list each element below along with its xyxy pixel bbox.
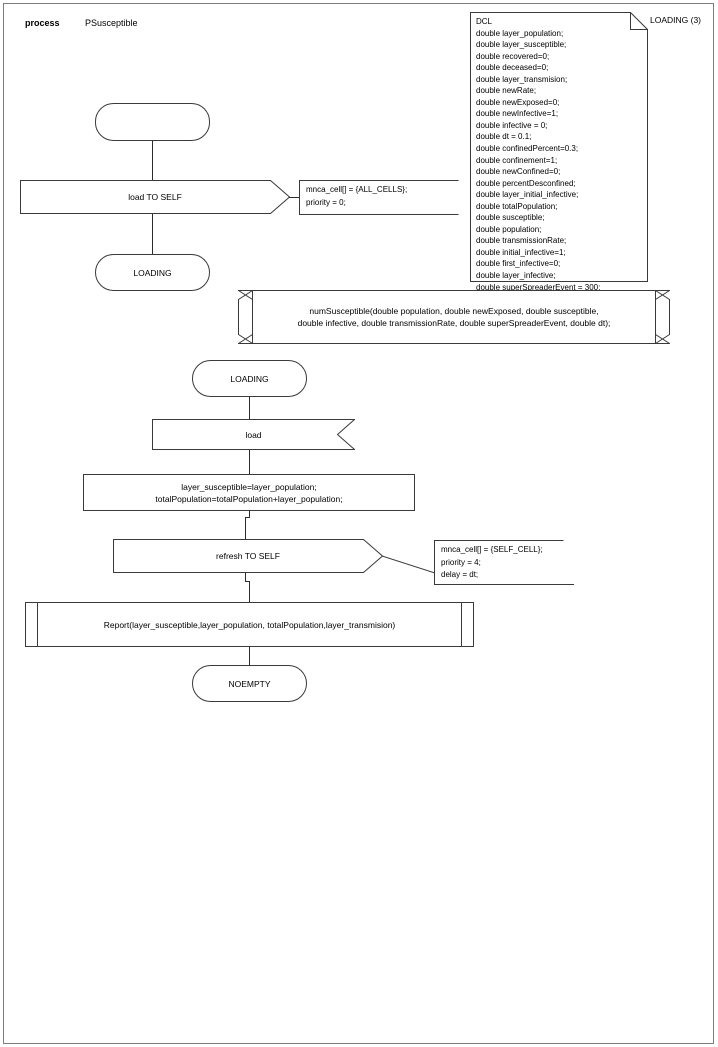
state-symbol-loading-2[interactable]: LOADING	[192, 360, 307, 397]
connector-refresh-jog-v1	[245, 573, 246, 581]
connector-refresh-to-report	[249, 581, 250, 602]
input-symbol-load[interactable]: load	[152, 419, 355, 450]
connector-start-to-output-load	[152, 141, 153, 180]
comment-box-refresh-to-self: mnca_cell[] = {SELF_CELL}; priority = 4;…	[434, 540, 564, 585]
state-symbol-noempty[interactable]: NOEMPTY	[192, 665, 307, 702]
comment-text-refresh-to-self: mnca_cell[] = {SELF_CELL}; priority = 4;…	[441, 545, 543, 579]
connector-task-jog-v1	[249, 511, 250, 517]
comment-leader-refresh-self	[381, 552, 436, 574]
comment-underline-refresh-self	[434, 584, 574, 585]
connector-task-jog-h	[245, 517, 250, 518]
comment-leader-load-self	[289, 197, 300, 198]
connector-report-to-state-noempty	[249, 647, 250, 665]
macro-symbol-numsusceptible[interactable]: numSusceptible(double population, double…	[238, 290, 670, 344]
task-symbol-assignments[interactable]: layer_susceptible=layer_population; tota…	[83, 474, 415, 511]
procedure-call-symbol-report[interactable]: Report(layer_susceptible,layer_populatio…	[25, 602, 474, 647]
comment-underline-load-self	[299, 214, 424, 215]
comment-box-load-to-self: mnca_cell[] = {ALL_CELLS}; priority = 0;	[299, 180, 459, 215]
dcl-page-label: LOADING (3)	[650, 15, 702, 25]
connector-refresh-jog-h	[245, 581, 250, 582]
connector-input-to-task	[249, 450, 250, 474]
page-title: PSusceptible	[85, 18, 138, 28]
start-state-symbol[interactable]	[95, 103, 210, 141]
dcl-declaration-box: DCL double layer_population; double laye…	[470, 12, 648, 292]
state-symbol-loading-1[interactable]: LOADING	[95, 254, 210, 291]
connector-output-to-state-loading1	[152, 214, 153, 254]
comment-text-load-to-self: mnca_cell[] = {ALL_CELLS}; priority = 0;	[306, 185, 408, 207]
output-symbol-load-to-self[interactable]: load TO SELF	[20, 180, 290, 214]
dcl-declaration-text: DCL double layer_population; double laye…	[476, 17, 601, 292]
connector-task-to-output-refresh	[245, 517, 246, 539]
output-symbol-refresh-to-self[interactable]: refresh TO SELF	[113, 539, 383, 573]
process-frame	[3, 3, 714, 1044]
connector-state2-to-input	[249, 397, 250, 419]
process-keyword: process	[25, 18, 60, 28]
